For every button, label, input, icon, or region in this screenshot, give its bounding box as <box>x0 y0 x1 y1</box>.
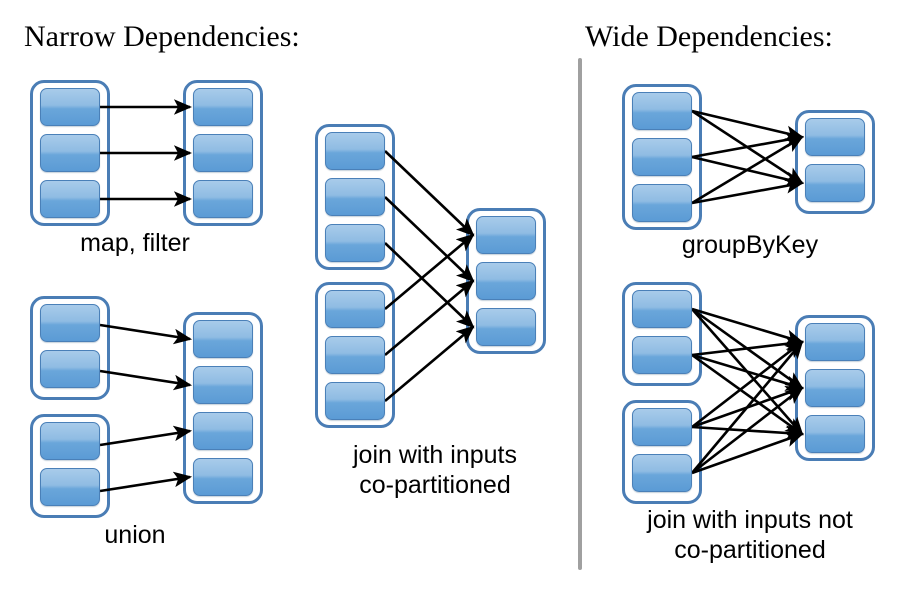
arrow-join-co-edge-6 <box>384 325 475 402</box>
block-gbk-source-block-1 <box>632 92 692 130</box>
block-join-co-source-top-block-3 <box>325 224 385 262</box>
arrow-joinnot-edge-2 <box>691 307 804 390</box>
arrow-joinnot-edge-10 <box>691 340 804 474</box>
block-join-co-target-block-1 <box>476 216 536 254</box>
arrow-union-edge-3 <box>99 425 193 447</box>
block-join-co-source-top-block-1 <box>325 132 385 170</box>
arrow-joinnot-edge-8 <box>691 386 804 429</box>
block-union-source-top-block-1 <box>40 304 100 342</box>
block-joinnot-target-block-2 <box>805 369 865 407</box>
arrow-joinnot-edge-4 <box>691 336 805 357</box>
block-union-source-bottom-block-2 <box>40 468 100 506</box>
arrow-join-co-edge-2 <box>384 196 475 283</box>
wide-dependencies-title: Wide Dependencies: <box>585 20 833 53</box>
section-divider <box>578 58 582 570</box>
block-map-filter-source-block-2 <box>40 134 100 172</box>
block-gbk-source-block-2 <box>632 138 692 176</box>
caption-map-filter: map, filter <box>80 229 190 257</box>
block-union-source-top-block-2 <box>40 350 100 388</box>
block-join-co-source-bottom-block-2 <box>325 336 385 374</box>
block-map-filter-target-block-1 <box>193 88 253 126</box>
block-gbk-target-block-1 <box>805 118 865 156</box>
arrow-join-co-edge-4 <box>384 233 475 310</box>
block-join-co-source-bottom-block-1 <box>325 290 385 328</box>
block-union-source-bottom-block-1 <box>40 422 100 460</box>
caption-group-by-key: groupByKey <box>681 231 819 259</box>
arrow-gbk-edge-3 <box>691 132 805 159</box>
arrow-union-edge-2 <box>99 369 193 391</box>
block-map-filter-target-block-3 <box>193 180 253 218</box>
arrow-joinnot-edge-9 <box>691 425 805 441</box>
caption-join-copartitioned: join with inputs co-partitioned <box>353 441 517 499</box>
arrow-join-co-edge-1 <box>384 150 475 237</box>
arrow-joinnot-edge-6 <box>691 353 804 436</box>
narrow-dependencies-title: Narrow Dependencies: <box>24 20 300 53</box>
arrow-gbk-edge-6 <box>691 178 805 205</box>
arrow-union-edge-1 <box>99 323 193 345</box>
arrow-joinnot-edge-5 <box>691 353 804 391</box>
block-join-co-source-top-block-2 <box>325 178 385 216</box>
arrow-join-co-edge-3 <box>384 242 475 329</box>
arrow-join-co-edge-5 <box>384 279 475 356</box>
block-joinnot-source-bottom-block-1 <box>632 408 692 446</box>
arrow-gbk-edge-5 <box>691 135 804 205</box>
block-union-target-block-3 <box>193 412 253 450</box>
arrow-gbk-edge-4 <box>691 155 805 187</box>
arrow-joinnot-edge-1 <box>691 307 804 345</box>
block-gbk-source-block-3 <box>632 184 692 222</box>
block-union-target-block-2 <box>193 366 253 404</box>
block-joinnot-source-top-block-2 <box>632 336 692 374</box>
arrow-gbk-edge-2 <box>691 109 804 185</box>
block-map-filter-target-block-2 <box>193 134 253 172</box>
arrow-union-edge-4 <box>99 471 193 493</box>
arrow-joinnot-edge-11 <box>691 386 804 475</box>
block-joinnot-target-block-1 <box>805 323 865 361</box>
block-joinnot-target-block-3 <box>805 415 865 453</box>
arrow-joinnot-edge-12 <box>691 432 804 475</box>
block-map-filter-source-block-1 <box>40 88 100 126</box>
caption-union: union <box>104 521 166 549</box>
block-join-co-target-block-3 <box>476 308 536 346</box>
arrow-joinnot-edge-7 <box>691 340 804 429</box>
block-join-co-target-block-2 <box>476 262 536 300</box>
arrow-joinnot-edge-3 <box>691 308 804 436</box>
block-gbk-target-block-2 <box>805 164 865 202</box>
block-joinnot-source-bottom-block-2 <box>632 454 692 492</box>
block-map-filter-source-block-3 <box>40 180 100 218</box>
arrow-gbk-edge-1 <box>691 109 805 141</box>
caption-join-not-copartitioned: join with inputs not co-partitioned <box>647 506 853 564</box>
block-joinnot-source-top-block-1 <box>632 290 692 328</box>
block-join-co-source-bottom-block-3 <box>325 382 385 420</box>
block-union-target-block-4 <box>193 458 253 496</box>
block-union-target-block-1 <box>193 320 253 358</box>
